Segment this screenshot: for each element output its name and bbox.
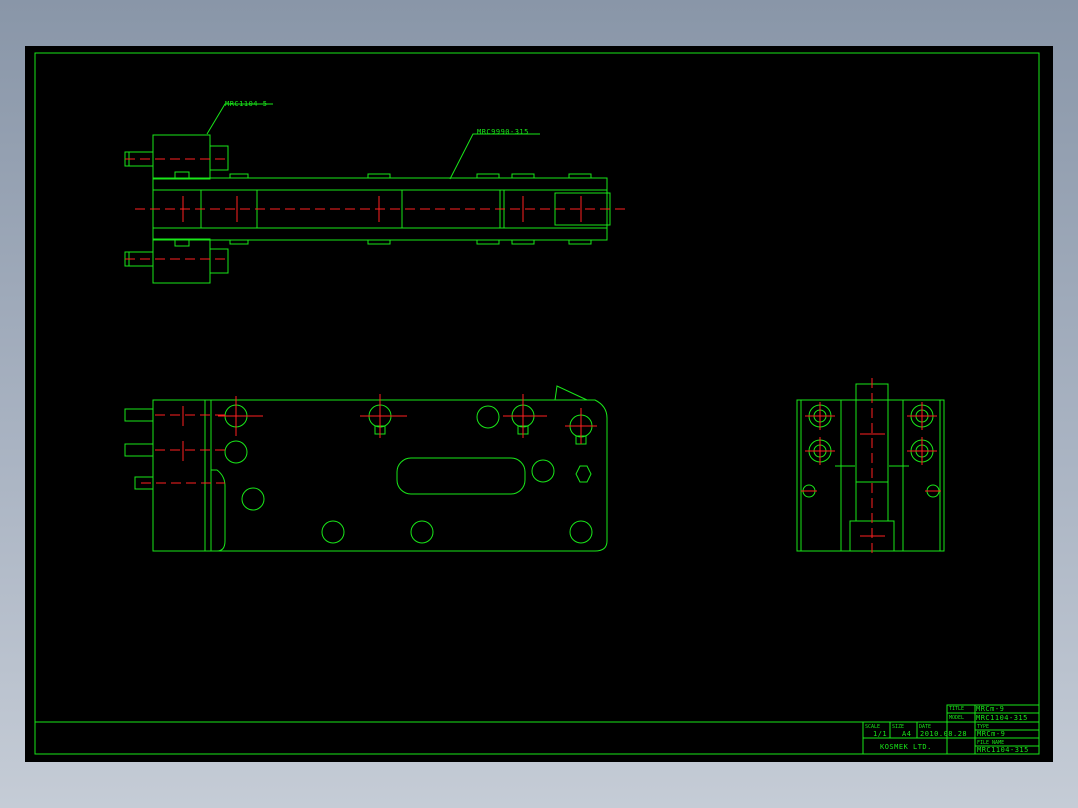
leader-line [206,103,273,135]
title-block [862,704,1040,755]
sheet-border [34,52,1040,755]
model-value: MRC1104-315 [976,714,1028,722]
type-label: TYPE [977,724,989,730]
company-logo: KOSMEK LTD. [880,743,932,751]
size-label: SIZE [892,724,904,730]
front-view [124,385,608,552]
scale-label: SCALE [865,724,880,730]
model-label: MODEL [949,715,964,721]
title-label: TITLE [949,706,964,712]
type-value: MRCm-9 [977,730,1005,738]
file-label: FILE NAME [977,740,1004,746]
date-label: DATE [919,724,931,730]
file-value: MRC1104-315 [977,746,1029,754]
top-view [124,103,625,284]
cad-viewport[interactable]: MRC1104-5 MRC9990-315 [25,46,1053,762]
side-view [796,378,945,558]
callout-label: MRC1104-5 [225,100,267,108]
title-value: MRCm-9 [976,705,1004,713]
callout-label: MRC9990-315 [477,128,529,136]
size-value: A4 [902,730,911,738]
leader-line [449,133,540,180]
scale-value: 1/1 [873,730,887,738]
date-value: 2010.08.28 [920,730,967,738]
drawing-sheet: MRC1104-5 MRC9990-315 [34,52,1040,755]
